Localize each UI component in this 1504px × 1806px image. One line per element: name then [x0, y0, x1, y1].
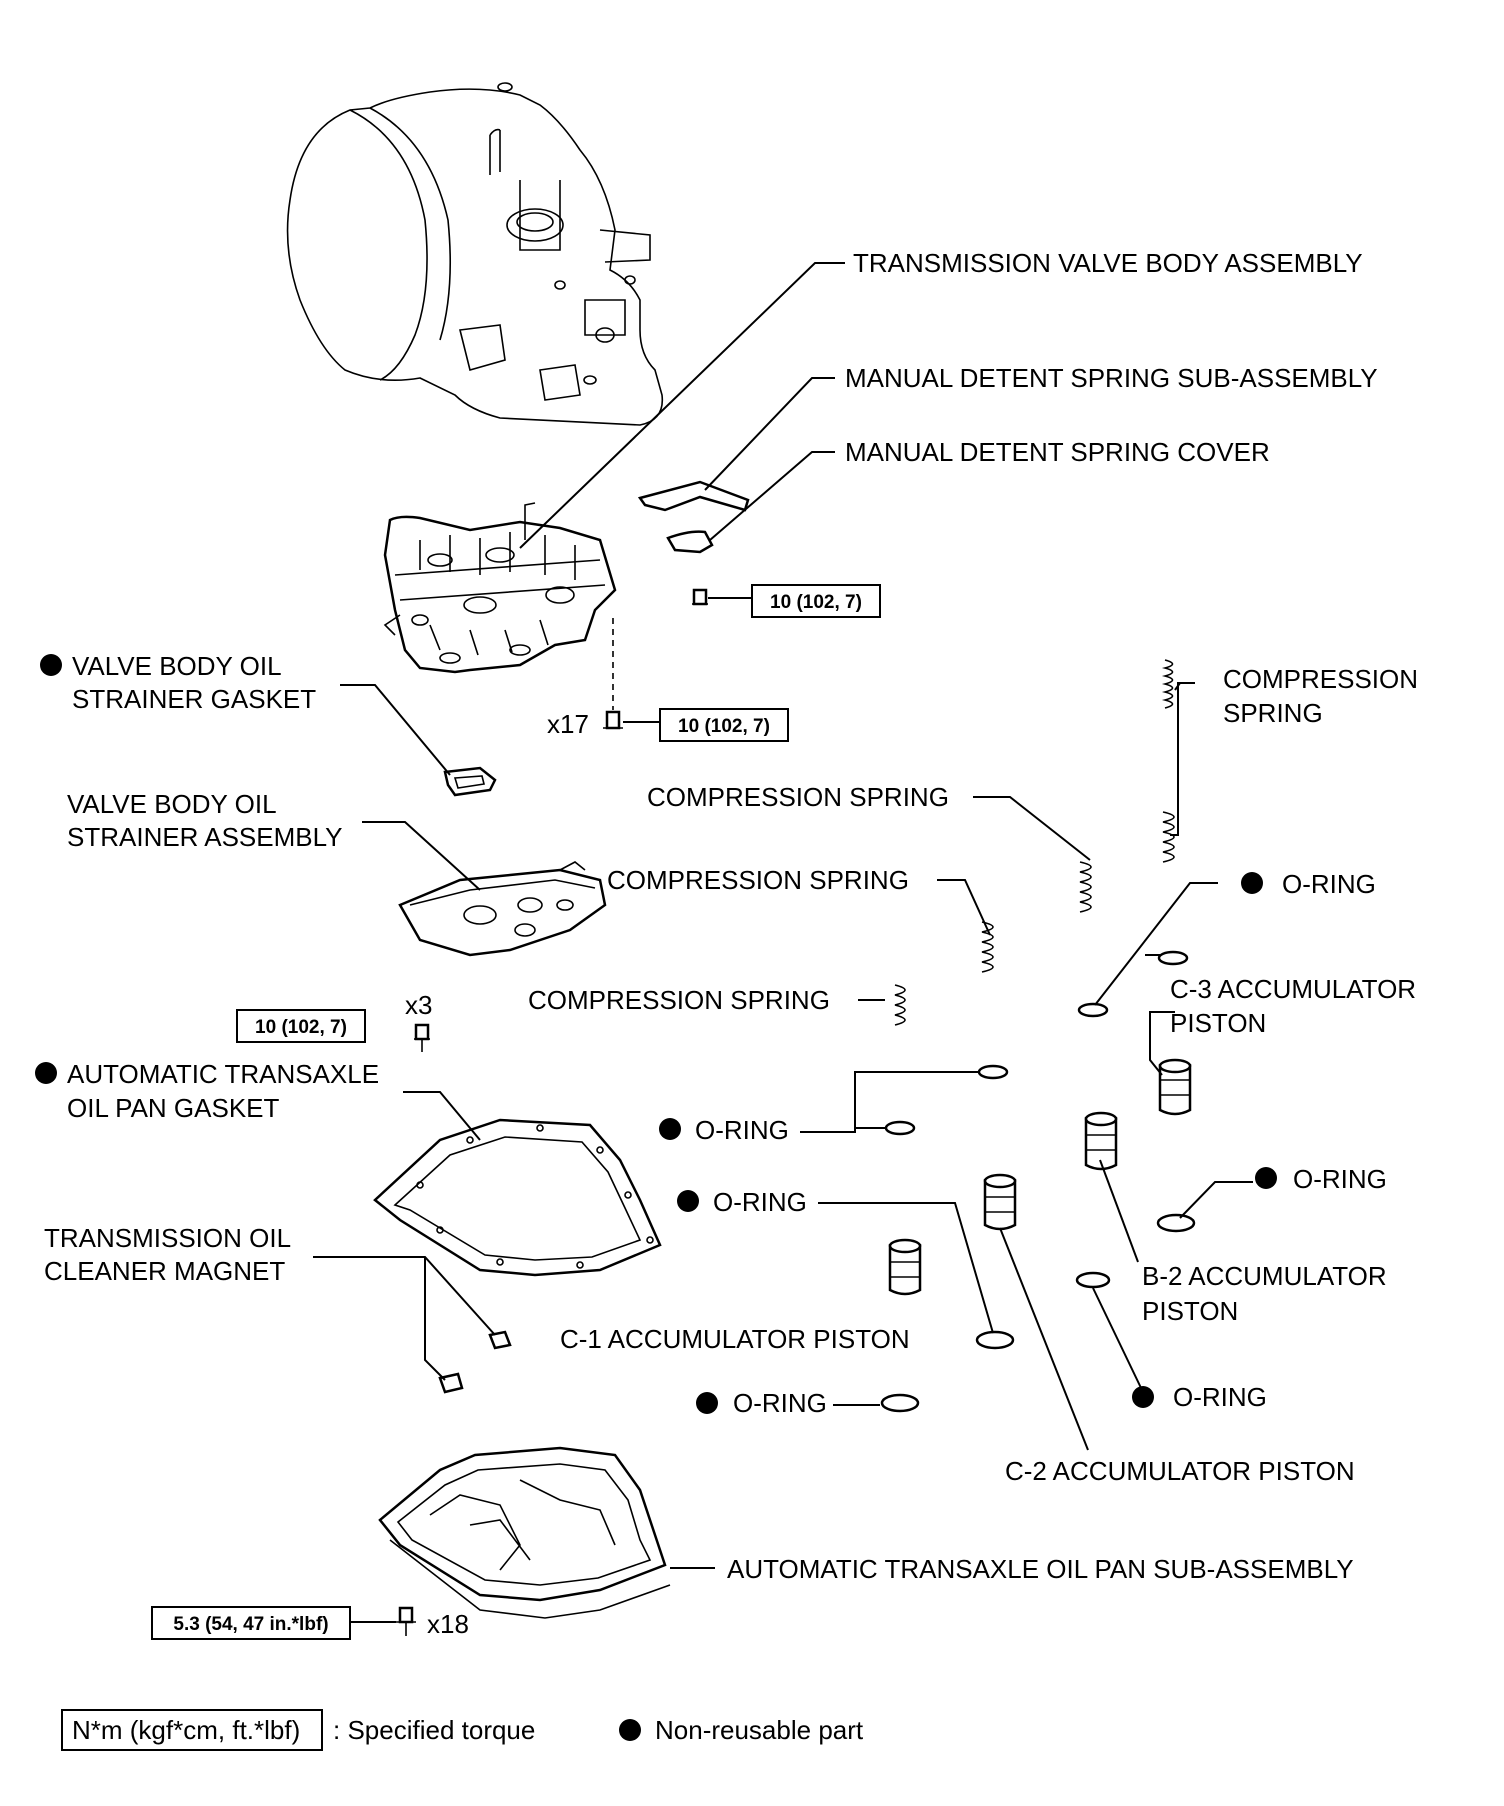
legend-nonreusable-desc: Non-reusable part	[655, 1715, 864, 1745]
label-strainer-gasket-line2: STRAINER GASKET	[72, 684, 316, 714]
c3-accumulator-piston-icon	[1158, 1058, 1192, 1116]
detent-bolt-icon	[692, 588, 752, 606]
nonreusable-dots	[35, 654, 1277, 1414]
label-pan-gasket-line2: OIL PAN GASKET	[67, 1093, 280, 1123]
o-ring-mid-lower-icon	[884, 1120, 916, 1136]
label-strainer-assembly-line1: VALVE BODY OIL	[67, 789, 277, 819]
label-oring-mid-b: O-RING	[713, 1187, 807, 1217]
o-ring-mid-upper-icon	[977, 1064, 1009, 1080]
label-c3-piston-line2: PISTON	[1170, 1008, 1266, 1038]
label-compression-spring-c: COMPRESSION SPRING	[528, 985, 830, 1015]
label-oil-pan-sub-assembly: AUTOMATIC TRANSAXLE OIL PAN SUB-ASSEMBLY	[727, 1554, 1354, 1584]
torque-box-oil-pan: 5.3 (54, 47 in.*lbf)	[151, 1606, 351, 1640]
label-compression-spring-b: COMPRESSION SPRING	[607, 865, 909, 895]
oil-pan-illustration	[378, 1446, 671, 1619]
nonreusable-dot-pan-gasket	[35, 1062, 57, 1084]
legend: N*m (kgf*cm, ft.*lbf) : Specified torque…	[61, 1709, 864, 1751]
torque-strainer-bolt: 10 (102, 7)	[255, 1017, 347, 1038]
label-compression-spring-a: COMPRESSION SPRING	[647, 782, 949, 812]
transmission-case-illustration	[286, 82, 664, 426]
valve-body-bolt-icon	[603, 618, 660, 730]
label-oring-mid-a: O-RING	[695, 1115, 789, 1145]
oil-pan-gasket-illustration	[373, 1118, 662, 1277]
nonreusable-dot-oring-right-b	[1255, 1167, 1277, 1189]
legend-torque-desc: : Specified torque	[333, 1715, 535, 1745]
oil-strainer-illustration	[398, 861, 607, 957]
nonreusable-dot-strainer-gasket	[40, 654, 62, 676]
compression-spring-b-icon	[981, 921, 994, 973]
c1-accumulator-piston-icon	[888, 1238, 922, 1296]
label-detent-spring-cover: MANUAL DETENT SPRING COVER	[845, 437, 1270, 467]
label-c3-piston-line1: C-3 ACCUMULATOR	[1170, 974, 1416, 1004]
qty-oil-pan-bolt: x18	[427, 1609, 469, 1639]
valve-body-illustration	[383, 502, 617, 674]
label-strainer-gasket-line1: VALVE BODY OIL	[72, 651, 282, 681]
nonreusable-dot-oring-mid-b	[677, 1190, 699, 1212]
qty-strainer-bolt: x3	[405, 990, 432, 1020]
o-ring-c3-upper-icon	[1157, 950, 1189, 966]
label-pan-gasket-line1: AUTOMATIC TRANSAXLE	[67, 1059, 379, 1089]
label-c2-piston: C-2 ACCUMULATOR PISTON	[1005, 1456, 1355, 1486]
label-compression-spring-right-line1: COMPRESSION	[1223, 664, 1418, 694]
torque-valve-body-bolt: 10 (102, 7)	[678, 716, 770, 737]
legend-nonreusable-dot	[619, 1719, 641, 1741]
o-ring-c3-lower-icon	[1077, 1002, 1109, 1018]
o-ring-b2-upper-icon	[1156, 1213, 1196, 1233]
torque-box-strainer: 10 (102, 7)	[236, 1009, 366, 1043]
b2-accumulator-piston-icon	[1084, 1111, 1118, 1171]
nonreusable-dot-oring-bottom	[696, 1392, 718, 1414]
c2-accumulator-piston-icon	[983, 1173, 1017, 1231]
oil-pan-bolt-icon	[350, 1606, 416, 1636]
compression-spring-c-icon	[894, 984, 906, 1026]
label-b2-piston-line1: B-2 ACCUMULATOR	[1142, 1261, 1387, 1291]
legend-torque-box: N*m (kgf*cm, ft.*lbf)	[72, 1715, 300, 1745]
label-valve-body-assembly: TRANSMISSION VALVE BODY ASSEMBLY	[853, 248, 1363, 278]
leader-lines	[313, 262, 1253, 1569]
qty-valve-body-bolt: x17	[547, 709, 589, 739]
compression-spring-right-icon	[1162, 811, 1175, 863]
strainer-gasket-illustration	[443, 766, 497, 797]
o-ring-bottom-icon	[880, 1393, 920, 1413]
label-oring-right-b: O-RING	[1293, 1164, 1387, 1194]
label-oring-bottom-right: O-RING	[1173, 1382, 1267, 1412]
label-compression-spring-right-line2: SPRING	[1223, 698, 1323, 728]
label-detent-spring-sub-assembly: MANUAL DETENT SPRING SUB-ASSEMBLY	[845, 363, 1378, 393]
label-magnet-line2: CLEANER MAGNET	[44, 1256, 285, 1286]
torque-box-detent: 10 (102, 7)	[751, 584, 881, 618]
detent-spring-illustration	[637, 480, 750, 554]
label-oring-bottom: O-RING	[733, 1388, 827, 1418]
label-c1-piston: C-1 ACCUMULATOR PISTON	[560, 1324, 910, 1354]
o-ring-c1-icon	[975, 1330, 1015, 1350]
label-oring-top-right: O-RING	[1282, 869, 1376, 899]
torque-oil-pan-bolt: 5.3 (54, 47 in.*lbf)	[173, 1614, 328, 1635]
label-magnet-line1: TRANSMISSION OIL	[44, 1223, 291, 1253]
o-rings-group	[880, 950, 1196, 1413]
o-ring-b2-lower-icon	[1075, 1271, 1111, 1289]
compression-spring-a-icon	[1079, 861, 1092, 913]
nonreusable-dot-oring-mid-a	[659, 1118, 681, 1140]
oil-cleaner-magnet-icons	[438, 1330, 512, 1394]
torque-detent-bolt: 10 (102, 7)	[770, 592, 862, 613]
nonreusable-dot-oring-bottom-right	[1132, 1386, 1154, 1408]
label-b2-piston-line2: PISTON	[1142, 1296, 1238, 1326]
nonreusable-dot-oring-top-right	[1241, 872, 1263, 894]
strainer-bolt-icon	[414, 1023, 430, 1052]
torque-box-valve-body: 10 (102, 7)	[659, 708, 789, 742]
compression-spring-top-right-icon	[1161, 659, 1174, 709]
label-strainer-assembly-line2: STRAINER ASSEMBLY	[67, 822, 343, 852]
